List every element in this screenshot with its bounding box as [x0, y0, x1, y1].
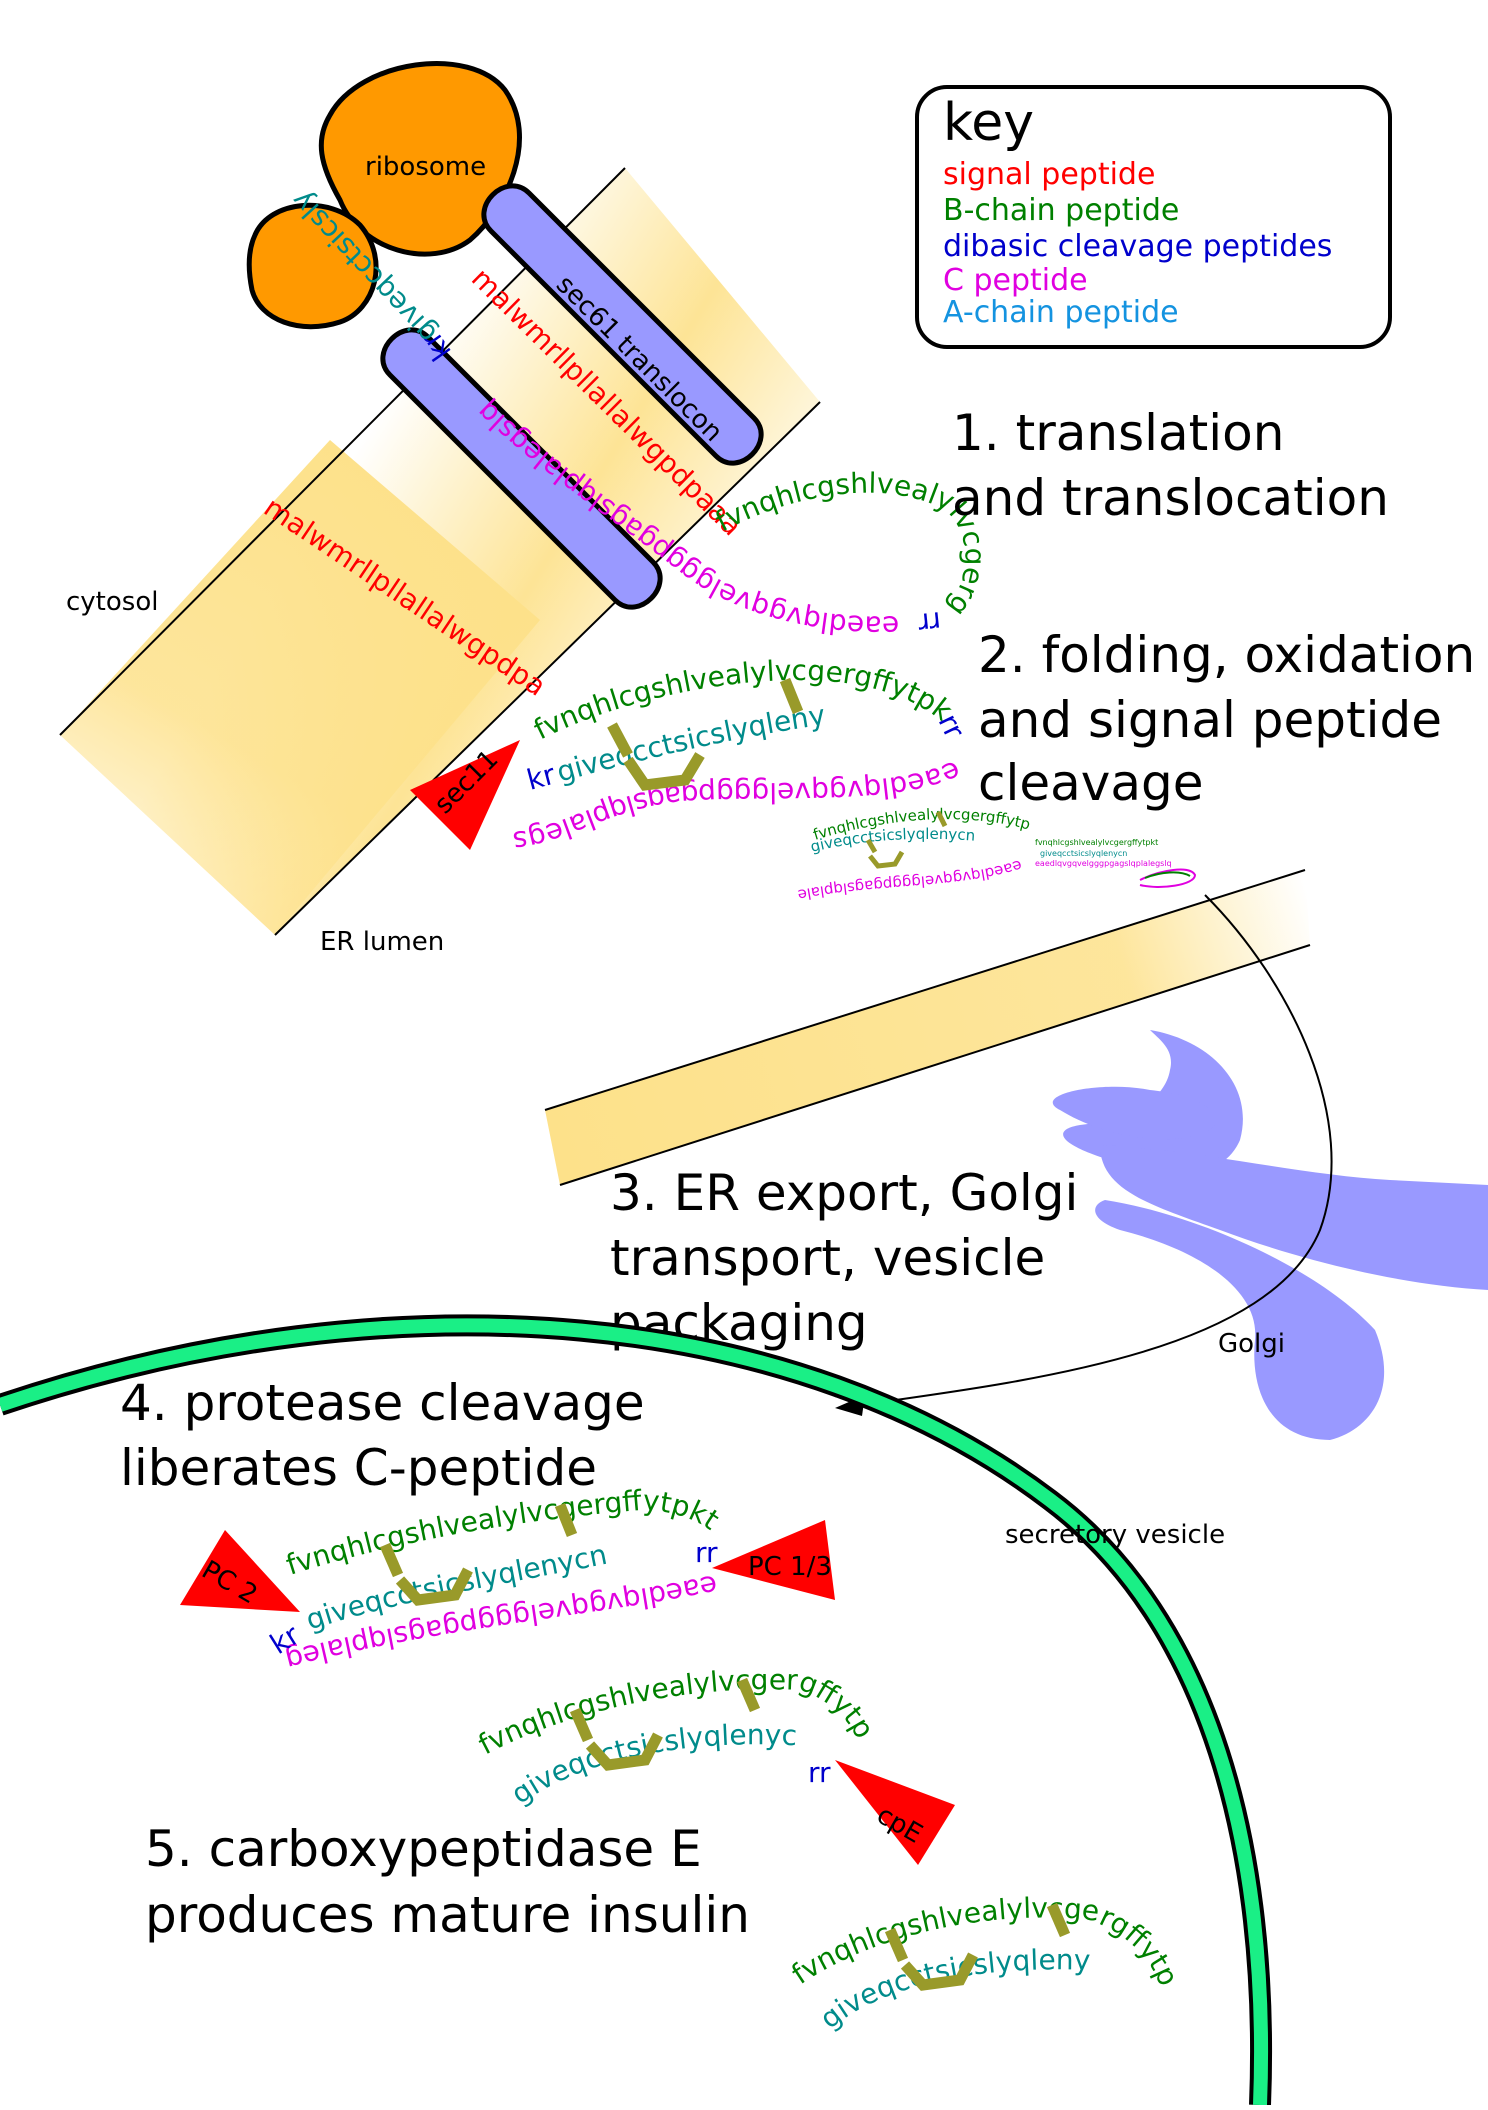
step3-line1: 3. ER export, Golgi	[610, 1164, 1078, 1222]
disulfide-bond	[865, 838, 878, 854]
golgi-cisterna-4	[1095, 1200, 1385, 1440]
tiny-bchain: fvnqhlcgshlvealylvcgergffytpkt	[1035, 838, 1158, 847]
disulfide-bond	[935, 810, 948, 828]
pc13-protease: PC 1/3	[712, 1520, 835, 1600]
step5-text: 5. carboxypeptidase E produces mature in…	[145, 1820, 750, 1944]
er-exit-membrane-fill	[545, 870, 1310, 1185]
transport-arrow-line	[859, 894, 1333, 1406]
step2-line1: 2. folding, oxidation	[978, 626, 1475, 684]
step1-line1: 1. translation	[952, 404, 1284, 462]
er-exit-membrane-edge-bottom	[559, 944, 1311, 1186]
step5-bchain: fvnqhlcgshlvealylvcgergffytpkt	[0, 0, 881, 1761]
cytosol-label: cytosol	[66, 587, 158, 617]
secretory-vesicle: secretory vesicle	[0, 1314, 1273, 2106]
pc13-triangle	[712, 1520, 835, 1600]
step2-text: 2. folding, oxidation and signal peptide…	[978, 626, 1475, 812]
key-item-dibasic: dibasic cleavage peptides	[943, 229, 1332, 264]
er-membrane-fill-lower	[60, 440, 540, 935]
disulfide-bond	[623, 752, 705, 791]
step5-dibasic-rr: rr	[808, 1756, 831, 1789]
step3-line2: transport, vesicle	[610, 1229, 1045, 1287]
key-item-bchain: B-chain peptide	[943, 193, 1179, 228]
vesicle-membrane	[0, 1318, 1269, 2106]
step4-disulfide-bonds	[379, 1502, 578, 1606]
ribosome: ribosome	[246, 61, 522, 330]
cpe-triangle	[835, 1760, 955, 1865]
key-title: key	[943, 93, 1034, 153]
key-item-signal: signal peptide	[943, 157, 1155, 192]
tiny-achain: giveqcctsicslyqlenycn	[1040, 849, 1127, 858]
disulfide-bond	[379, 1542, 404, 1578]
sec11-triangle	[410, 740, 520, 850]
golgi-cisterna-3	[1100, 1145, 1488, 1290]
step4-line1: 4. protease cleavage	[120, 1374, 645, 1432]
translocon-lower	[380, 327, 663, 610]
er-membrane-edge-bottom	[274, 401, 821, 936]
step4-line2: liberates C-peptide	[120, 1439, 597, 1497]
step5-line1: 5. carboxypeptidase E	[145, 1820, 702, 1878]
tiny-peptide-loop	[1144, 871, 1191, 879]
step3-text: 3. ER export, Golgi transport, vesicle p…	[610, 1164, 1078, 1352]
er-exit-membrane	[544, 869, 1311, 1186]
golgi-label: Golgi	[1218, 1329, 1285, 1359]
pc2-protease: PC 2	[180, 1530, 300, 1612]
disulfide-bond	[569, 1707, 594, 1743]
er-lumen-label: ER lumen	[320, 927, 444, 957]
disulfide-bond	[585, 1732, 663, 1771]
key-box	[915, 85, 1392, 349]
step5-disulfide-bonds	[569, 1677, 761, 1771]
pc13-label: PC 1/3	[748, 1552, 832, 1582]
disulfide-bond	[395, 1567, 473, 1606]
disulfide-bond	[607, 722, 633, 758]
golgi-cisterna-2	[1052, 1086, 1217, 1140]
disulfide-bond	[554, 1502, 578, 1538]
cpe-protease: cpE	[835, 1760, 955, 1865]
disulfide-bond	[1046, 1902, 1071, 1938]
step4-dibasic-rr: rr	[695, 1536, 718, 1569]
step5-line2: produces mature insulin	[145, 1886, 750, 1944]
tiny-cpeptide: eaedlqvgqvelgggpgagslqplalegslq	[1035, 859, 1172, 868]
er-exit-membrane-edge-top	[544, 869, 1306, 1111]
disulfide-bond	[779, 677, 804, 715]
disulfide-bond	[900, 1952, 978, 1991]
ribosome-small-subunit	[246, 202, 379, 330]
small-disulfide-bonds	[865, 810, 948, 869]
step2-line2: and signal peptide	[978, 691, 1442, 749]
pc2-triangle	[180, 1530, 300, 1612]
translocon-upper	[481, 183, 764, 466]
disulfide-bond	[736, 1677, 761, 1713]
step1-dibasic-rr: rr	[916, 605, 942, 640]
step1-text: 1. translation and translocation	[952, 404, 1389, 527]
step1-line2: and translocation	[952, 469, 1389, 527]
mature-disulfide-bonds	[884, 1902, 1071, 1991]
disulfide-bond	[884, 1927, 909, 1963]
step2-line3: cleavage	[978, 754, 1204, 812]
vesicle-label: secretory vesicle	[1005, 1520, 1225, 1550]
tiny-peptide-loop	[1139, 868, 1197, 888]
step2-disulfide-bonds	[607, 677, 804, 791]
step4-text: 4. protease cleavage liberates C-peptide	[120, 1374, 645, 1497]
key-legend: key signal peptide B-chain peptide dibas…	[915, 85, 1392, 349]
golgi: Golgi	[1052, 1030, 1488, 1440]
ribosome-label: ribosome	[365, 152, 486, 182]
key-item-achain: A-chain peptide	[943, 295, 1179, 330]
step2-dibasic-kr: kr	[523, 758, 559, 797]
disulfide-bond	[868, 850, 905, 869]
key-item-cpep: C peptide	[943, 263, 1088, 298]
